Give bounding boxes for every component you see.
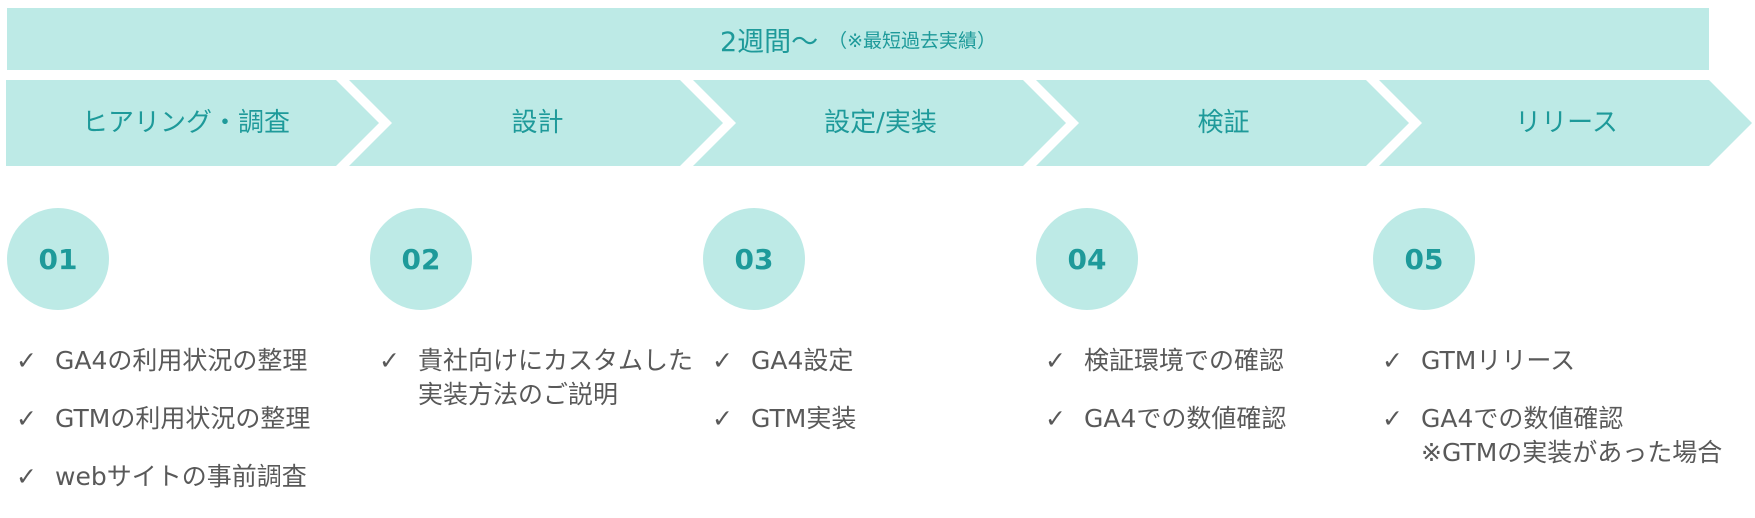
step-number-5: 05	[1373, 208, 1475, 310]
checklist-item: ✓ GA4での数値確認 ※GTMの実装があった場合	[1376, 402, 1722, 470]
step-items-5: ✓ GTMリリース ✓ GA4での数値確認 ※GTMの実装があった場合	[1376, 344, 1722, 494]
checklist-item-text: ※GTMの実装があった場合	[1421, 438, 1723, 467]
checklist-item-text: GTM実装	[751, 404, 857, 433]
checklist-item-text: GA4での数値確認	[1421, 404, 1624, 433]
step-label-4: 検証	[1197, 108, 1250, 138]
duration-banner: 2週間〜 （※最短過去実績）	[7, 8, 1709, 70]
step-items-4: ✓ 検証環境での確認 ✓ GA4での数値確認	[1039, 344, 1286, 460]
step-number-3: 03	[703, 208, 805, 310]
checklist-item: ✓ GTMの利用状況の整理	[10, 402, 310, 436]
checklist-item: ✓ webサイトの事前調査	[10, 460, 310, 494]
step-items-2: ✓ 貴社向けにカスタムした実装方法のご説明	[373, 344, 693, 436]
step-label-3: 設定/実装	[824, 108, 937, 138]
checklist-item: ✓ GA4での数値確認	[1039, 402, 1286, 436]
checklist-item: ✓ GA4設定	[706, 344, 856, 378]
duration-label: 2週間〜	[719, 26, 819, 58]
checkmark-icon: ✓	[712, 404, 733, 433]
checklist-item-text: GA4の利用状況の整理	[55, 346, 308, 375]
checkmark-icon: ✓	[379, 346, 400, 375]
checklist-item-text: webサイトの事前調査	[55, 462, 307, 491]
step-chevron-3	[693, 80, 1066, 166]
duration-note: （※最短過去実績）	[828, 29, 997, 52]
checkmark-icon: ✓	[1382, 346, 1403, 375]
checkmark-icon: ✓	[712, 346, 733, 375]
checklist-item-text: 実装方法のご説明	[418, 380, 619, 409]
step-label-1: ヒアリング・調査	[81, 108, 290, 138]
step-chevron-5	[1379, 80, 1752, 166]
checkmark-icon: ✓	[16, 346, 37, 375]
checkmark-icon: ✓	[1045, 346, 1066, 375]
step-chevron-1	[6, 80, 379, 166]
checklist-item: ✓ 検証環境での確認	[1039, 344, 1286, 378]
checklist-item: ✓ GA4の利用状況の整理	[10, 344, 310, 378]
step-items-1: ✓ GA4の利用状況の整理 ✓ GTMの利用状況の整理 ✓ webサイトの事前調査	[10, 344, 310, 518]
checklist-item-text: GA4設定	[751, 346, 854, 375]
step-label-5: リリース	[1515, 108, 1618, 138]
checklist-item: ✓ 貴社向けにカスタムした実装方法のご説明	[373, 344, 693, 412]
checklist-item-text: GTMの利用状況の整理	[55, 404, 311, 433]
step-label-2: 設計	[511, 108, 564, 138]
checklist-item-text: GA4での数値確認	[1084, 404, 1287, 433]
checklist-item-text: 貴社向けにカスタムした	[418, 346, 694, 375]
process-arrow-bar	[6, 80, 1752, 166]
step-chevron-2	[349, 80, 723, 166]
checkmark-icon: ✓	[1045, 404, 1066, 433]
step-items-3: ✓ GA4設定 ✓ GTM実装	[706, 344, 856, 460]
checkmark-icon: ✓	[16, 404, 37, 433]
checklist-item-text: 検証環境での確認	[1084, 346, 1285, 375]
checkmark-icon: ✓	[16, 462, 37, 491]
checkmark-icon: ✓	[1382, 404, 1403, 433]
checklist-item-text: GTMリリース	[1421, 346, 1576, 375]
checklist-item: ✓ GTM実装	[706, 402, 856, 436]
step-number-1: 01	[7, 208, 109, 310]
step-number-4: 04	[1036, 208, 1138, 310]
step-chevron-4	[1036, 80, 1409, 166]
step-number-2: 02	[370, 208, 472, 310]
checklist-item: ✓ GTMリリース	[1376, 344, 1722, 378]
